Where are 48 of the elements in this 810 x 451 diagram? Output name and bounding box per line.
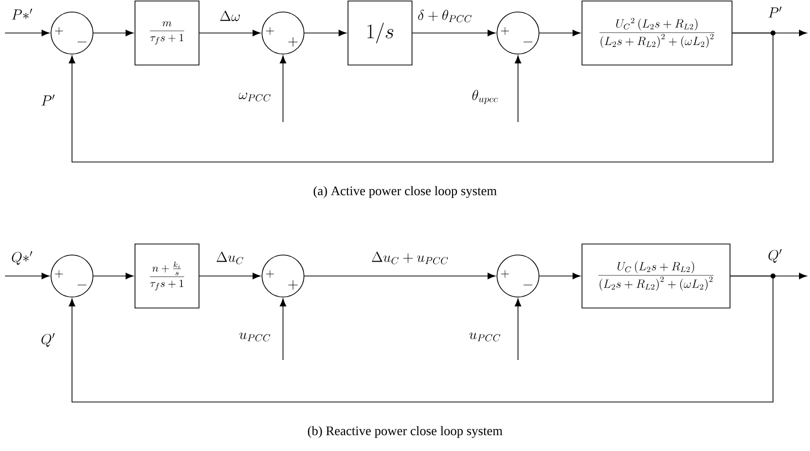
transfer-block: $1/s$ [348, 0, 412, 66]
arrow [93, 30, 134, 36]
sign: $+$ [266, 27, 274, 35]
arrow [539, 30, 580, 36]
signal-label: $\Delta\omega$ [220, 10, 240, 22]
signal-label: $P'$ [768, 6, 782, 18]
arrow [68, 276, 774, 402]
arrow [199, 30, 260, 36]
sign: $+$ [501, 270, 509, 278]
arrow [304, 272, 496, 280]
caption: (b) Reactive power close loop system [308, 426, 502, 438]
arrow [280, 298, 286, 360]
arrow [280, 56, 286, 122]
sign: $+$ [288, 37, 298, 47]
transfer-block: $\frac{m}{\tau_f s+1}$ [134, 0, 200, 66]
arrow [199, 272, 260, 280]
signal-label: $\Delta u_C+u_{PCC}$ [372, 252, 448, 264]
sign: $+$ [501, 27, 509, 35]
arrow [412, 30, 496, 36]
sign: $-$ [78, 284, 86, 286]
caption: (a) Active power close loop system [314, 186, 497, 198]
signal-label: $Q{*}'$ [12, 251, 32, 265]
transfer-block: $\frac{U_C\left(L_2 s+R_{L2}\right)}{\left(L_2 s+R_{L2}\right)^2+\left(\omega L_2\right)^2}$ [582, 244, 730, 308]
signal-label: $Q'$ [768, 249, 782, 263]
arrow [514, 56, 522, 122]
arrow [4, 30, 50, 36]
signal-label: $P{*}'$ [12, 8, 32, 20]
arrow [93, 272, 134, 280]
transfer-block: $\frac{U_C{}^2\left(L_2 s+R_{L2}\right)}{\left(L_2 s+R_{L2}\right)^2+\left(\omega L_2\right)^2}$ [582, 0, 732, 66]
signal-label: $Q'$ [42, 333, 55, 347]
arrow [68, 32, 774, 162]
arrow [514, 298, 522, 360]
arrow [539, 272, 580, 280]
signal-label: $\Delta u_C$ [216, 252, 244, 264]
sign: $-$ [524, 284, 532, 286]
sign: $+$ [55, 27, 63, 35]
sign: $+$ [266, 270, 274, 278]
signal-label: $u_{PCC}$ [469, 332, 500, 342]
transfer-block: $\frac{n+\frac{k_i}{s}}{\tau_f s+1}$ [134, 244, 200, 308]
sign: $+$ [288, 280, 298, 290]
signal-label: $u_{PCC}$ [239, 332, 270, 342]
signal-label: $P'$ [42, 94, 55, 106]
arrow [4, 272, 50, 280]
signal-label: $\theta_{upcc}$ [472, 90, 498, 104]
signal-label: $\delta+\theta_{PCC}$ [418, 10, 472, 22]
signal-label: $\omega_{PCC}$ [238, 92, 271, 102]
arrow [304, 30, 346, 36]
sign: $+$ [55, 270, 63, 278]
